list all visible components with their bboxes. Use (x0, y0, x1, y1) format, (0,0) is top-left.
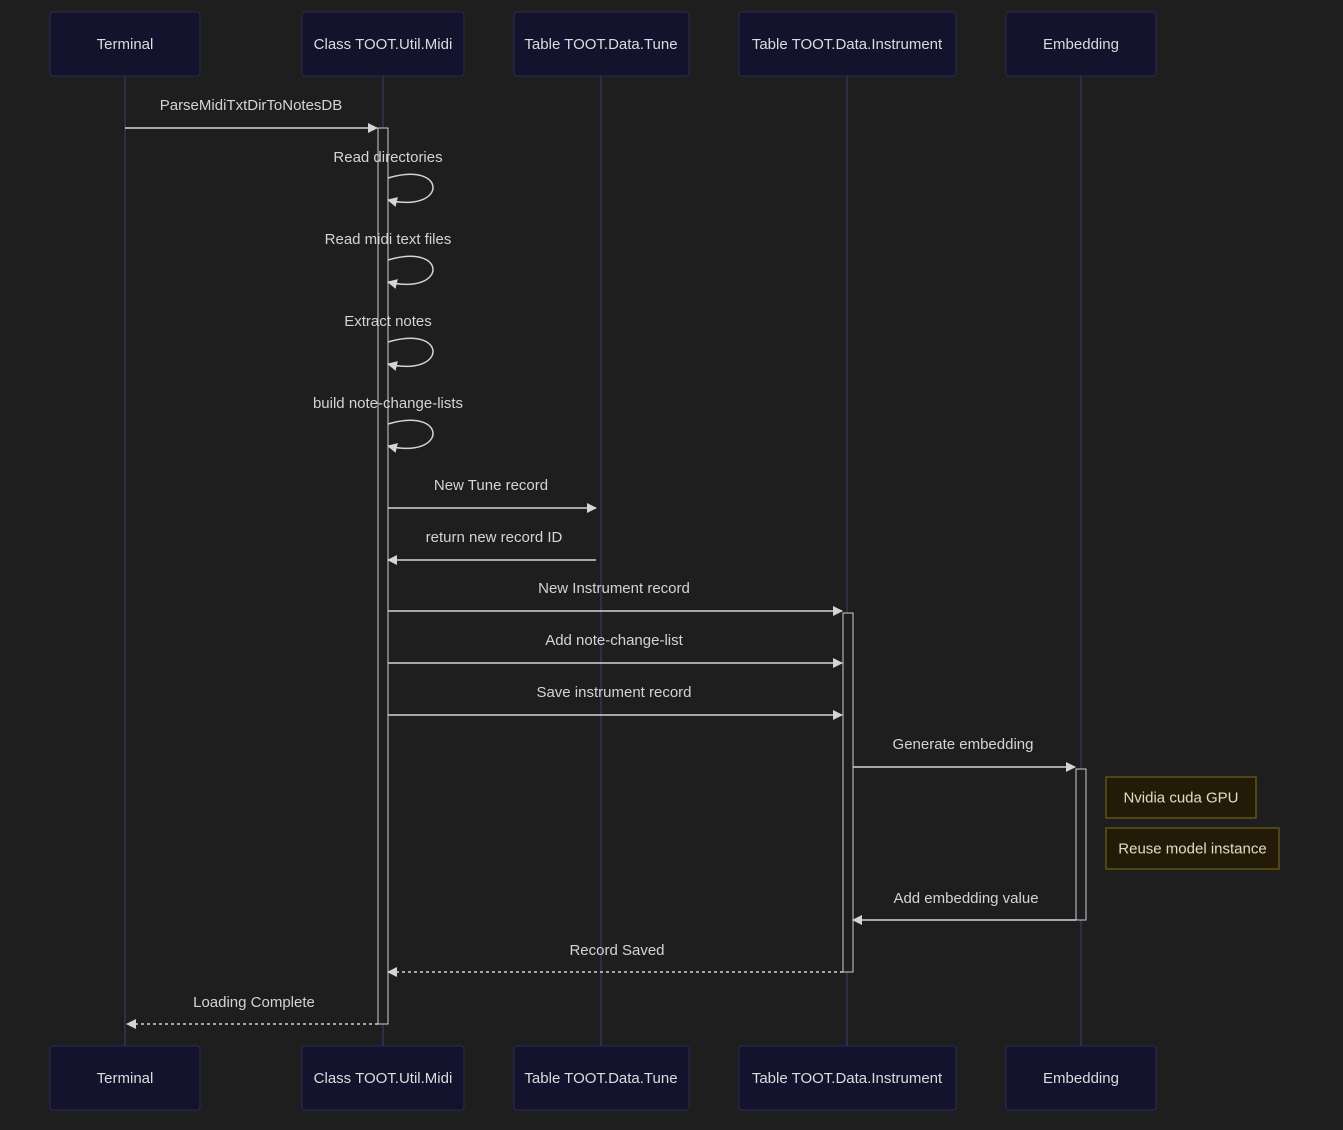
actor-box-bottom-midi (301, 1045, 465, 1111)
message-label: Read directories (333, 149, 442, 166)
actor-box-bottom-embedding (1005, 1045, 1157, 1111)
message-label: New Tune record (434, 477, 548, 494)
actor-label-bottom-embedding: Embedding (1043, 1070, 1119, 1087)
message-label: New Instrument record (538, 580, 690, 597)
message-label: build note-change-lists (313, 395, 463, 412)
actor-box-top-tune (513, 11, 690, 77)
message-7: New Instrument record (388, 580, 843, 616)
actor-label-top-tune: Table TOOT.Data.Tune (524, 36, 677, 53)
actor-box-top-terminal (49, 11, 201, 77)
message-label: Add embedding value (893, 890, 1038, 907)
activation-bar-instrument (842, 612, 854, 973)
message-label: Loading Complete (193, 994, 315, 1011)
actor-box-top-midi (301, 11, 465, 77)
note-box (1105, 827, 1280, 870)
message-label: ParseMidiTxtDirToNotesDB (160, 97, 343, 114)
actor-box-bottom-terminal (49, 1045, 201, 1111)
actor-box-top-embedding (1005, 11, 1157, 77)
message-3: Extract notes (344, 313, 434, 371)
self-message-arrow (387, 337, 434, 371)
message-1: Read directories (333, 149, 443, 207)
note-box (1105, 776, 1257, 819)
message-6: return new record ID (387, 529, 596, 565)
actor-label-bottom-instrument: Table TOOT.Data.Instrument (752, 1070, 943, 1087)
activation-bar-midi (377, 127, 389, 1025)
self-message-arrow (387, 255, 434, 289)
note-0: Nvidia cuda GPU (1105, 776, 1257, 819)
message-12: Record Saved (387, 942, 843, 977)
message-5: New Tune record (388, 477, 597, 513)
actor-box-bottom-instrument (738, 1045, 957, 1111)
message-13: Loading Complete (126, 994, 378, 1029)
message-label: Extract notes (344, 313, 432, 330)
message-label: Record Saved (569, 942, 664, 959)
actor-label-top-midi: Class TOOT.Util.Midi (314, 36, 453, 53)
note-label: Nvidia cuda GPU (1123, 789, 1238, 806)
self-message-arrow (387, 419, 434, 453)
message-label: return new record ID (426, 529, 563, 546)
message-10: Generate embedding (853, 736, 1076, 772)
actor-label-bottom-terminal: Terminal (97, 1070, 154, 1087)
message-label: Generate embedding (893, 736, 1034, 753)
message-11: Add embedding value (852, 890, 1076, 925)
message-4: build note-change-lists (313, 395, 463, 453)
message-label: Read midi text files (325, 231, 452, 248)
activation-bar-embedding (1075, 768, 1087, 921)
actor-label-bottom-midi: Class TOOT.Util.Midi (314, 1070, 453, 1087)
actor-label-top-instrument: Table TOOT.Data.Instrument (752, 36, 943, 53)
message-label: Save instrument record (536, 684, 691, 701)
message-2: Read midi text files (325, 231, 452, 289)
actor-box-top-instrument (738, 11, 957, 77)
message-label: Add note-change-list (545, 632, 683, 649)
actor-label-bottom-tune: Table TOOT.Data.Tune (524, 1070, 677, 1087)
note-label: Reuse model instance (1118, 840, 1266, 857)
actor-label-top-terminal: Terminal (97, 36, 154, 53)
note-1: Reuse model instance (1105, 827, 1280, 870)
actor-label-top-embedding: Embedding (1043, 36, 1119, 53)
message-8: Add note-change-list (388, 632, 843, 668)
message-0: ParseMidiTxtDirToNotesDB (125, 97, 378, 133)
message-9: Save instrument record (388, 684, 843, 720)
actor-box-bottom-tune (513, 1045, 690, 1111)
self-message-arrow (387, 173, 434, 207)
